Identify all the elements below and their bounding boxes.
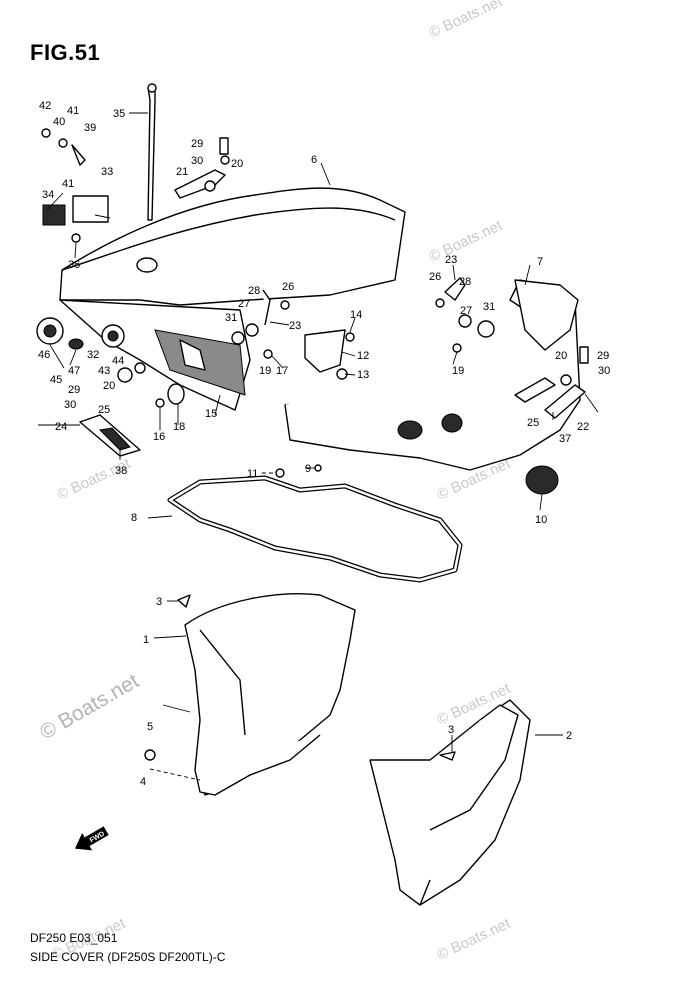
part-label: 45 <box>50 374 62 386</box>
part-label: 41 <box>67 105 79 117</box>
part-label: 30 <box>191 155 203 167</box>
watermark-large: © Boats.net <box>36 669 143 744</box>
part-label: 11 <box>247 468 258 480</box>
part-label: 3 <box>156 596 162 608</box>
part-label: 30 <box>64 399 76 411</box>
part-label: 29 <box>191 138 203 150</box>
part-label: 19 <box>259 365 271 377</box>
part-label: 10 <box>535 514 547 526</box>
part-label: 31 <box>483 301 495 313</box>
part-label: 29 <box>68 384 80 396</box>
fwd-arrow-icon: FWD <box>75 826 109 851</box>
part-label: 4 <box>140 776 146 788</box>
part-label: 31 <box>225 312 237 324</box>
part-label: 28 <box>248 285 260 297</box>
part-label: 41 <box>62 178 74 190</box>
part-label: 15 <box>205 408 217 420</box>
part-label: 37 <box>559 433 571 445</box>
lower-cover-port <box>184 593 356 796</box>
part-label: 26 <box>282 281 294 293</box>
part-label: 40 <box>53 116 65 128</box>
lower-cover-starboard <box>369 699 531 906</box>
part-label: 20 <box>555 350 567 362</box>
part-label: 2 <box>566 730 572 742</box>
part-label: 1 <box>143 634 149 646</box>
part-label: 12 <box>357 350 369 362</box>
part-label: 18 <box>173 421 185 433</box>
part-label: 3 <box>448 724 454 736</box>
part-label: 35 <box>113 108 125 120</box>
part-label: 23 <box>445 254 457 266</box>
part-label: 44 <box>112 355 124 367</box>
part-label: 23 <box>289 320 301 332</box>
figure-title: FIG.51 <box>30 40 101 65</box>
part-label: 17 <box>276 365 288 377</box>
part-label: 29 <box>597 350 609 362</box>
part-label: 36 <box>68 259 80 271</box>
figure-caption: SIDE COVER (DF250S DF200TL)-C <box>30 950 226 964</box>
part-label: 20 <box>103 380 115 392</box>
leader-lines <box>38 112 599 781</box>
part-label: 32 <box>87 349 99 361</box>
part-label: 7 <box>537 256 543 268</box>
watermark: © Boats.net <box>427 0 506 42</box>
part-label: 39 <box>84 122 96 134</box>
part-label: 24 <box>55 421 67 433</box>
part-label: 16 <box>153 431 165 443</box>
part-label: 14 <box>350 309 362 321</box>
part-label: 20 <box>231 158 243 170</box>
part-label: 26 <box>429 271 441 283</box>
part-label: 25 <box>98 404 110 416</box>
upper-side-cover-starboard <box>284 279 581 471</box>
upper-side-cover-port <box>59 187 406 411</box>
part-label: 28 <box>459 276 471 288</box>
part-label: 33 <box>101 166 113 178</box>
part-label: 27 <box>238 298 250 310</box>
part-label: 6 <box>311 154 317 166</box>
part-label: 34 <box>42 189 54 201</box>
part-label: 13 <box>357 369 369 381</box>
watermark: © Boats.net <box>435 915 514 964</box>
watermark: © Boats.net <box>427 217 506 266</box>
part-label: 42 <box>39 100 51 112</box>
part-label: 47 <box>68 365 80 377</box>
part-label: 22 <box>577 421 589 433</box>
figure-code: DF250 E03_051 <box>30 931 118 945</box>
part-label: 38 <box>115 465 127 477</box>
part-label: 27 <box>460 305 472 317</box>
watermark: © Boats.net <box>55 455 134 504</box>
part-label: 25 <box>527 417 539 429</box>
part-label: 19 <box>452 365 464 377</box>
part-label: 8 <box>131 512 137 524</box>
part-number-labels: 1 2 3 3 4 5 6 7 8 9 10 11 12 13 14 15 16… <box>38 100 610 788</box>
svg-text:FWD: FWD <box>89 830 106 844</box>
hardware-parts <box>36 83 589 761</box>
seal-gasket <box>167 475 463 583</box>
part-label: 46 <box>38 349 50 361</box>
part-label: 30 <box>598 365 610 377</box>
part-label: 9 <box>305 463 311 475</box>
part-label: 43 <box>98 365 110 377</box>
part-label: 21 <box>176 166 188 178</box>
part-label: 5 <box>147 721 153 733</box>
